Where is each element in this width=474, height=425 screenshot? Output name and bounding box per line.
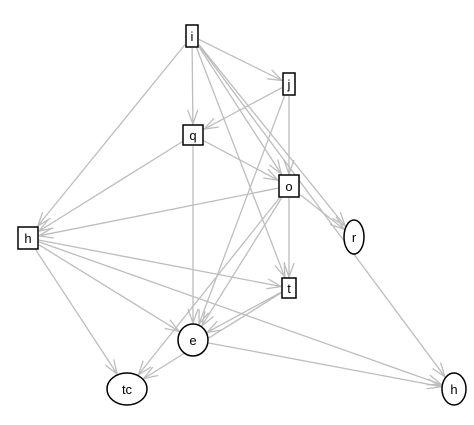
- node-box: [17, 226, 39, 250]
- edge-hL-to-e: [38, 244, 179, 332]
- edge-q-to-hL: [39, 141, 183, 231]
- edge-q-to-o: [203, 140, 278, 180]
- node-label: h: [24, 231, 31, 246]
- edge-o-to-tc: [138, 197, 280, 375]
- edge-j-to-q: [204, 87, 283, 129]
- edge-i-to-r: [198, 44, 345, 226]
- node-label: h: [450, 382, 457, 397]
- edge-o-to-hL: [39, 187, 279, 236]
- edge-i-to-hL: [38, 44, 186, 226]
- edge-t-to-e: [207, 291, 282, 332]
- node-box: [281, 277, 297, 299]
- node-box: [182, 124, 204, 146]
- edge-e-to-hR: [208, 342, 441, 387]
- edge-i-to-t: [196, 47, 285, 277]
- node-label: i: [191, 29, 194, 44]
- edge-t-to-tc: [144, 292, 282, 379]
- node-t: t: [281, 277, 297, 299]
- node-hR: h: [441, 372, 467, 406]
- edge-i-to-q: [192, 47, 193, 124]
- node-r: r: [343, 219, 365, 255]
- node-hL: h: [17, 226, 39, 250]
- edge-hL-to-t: [38, 239, 281, 286]
- node-e: e: [177, 323, 209, 357]
- node-ellipse: [106, 372, 148, 406]
- node-label: j: [287, 77, 291, 92]
- node-label: r: [352, 230, 357, 245]
- node-o: o: [278, 174, 300, 198]
- node-box: [278, 174, 300, 198]
- node-label: t: [287, 281, 291, 296]
- edge-hL-to-hR: [38, 241, 441, 385]
- node-label: tc: [122, 382, 133, 397]
- node-label: o: [285, 179, 292, 194]
- node-ellipse: [177, 323, 209, 357]
- edge-j-to-e: [199, 95, 286, 324]
- node-label: q: [189, 128, 196, 143]
- node-i: i: [185, 24, 199, 48]
- edge-o-to-e: [202, 197, 283, 326]
- node-tc: tc: [106, 372, 148, 406]
- node-box: [282, 72, 296, 96]
- node-ellipse: [343, 219, 365, 255]
- node-j: j: [282, 72, 296, 96]
- edge-o-to-r: [299, 194, 344, 230]
- node-ellipse: [441, 372, 467, 406]
- node-label: e: [189, 333, 196, 348]
- edge-layer: [35, 38, 445, 387]
- node-layer: i j q o r h t e tc h: [17, 24, 467, 406]
- edge-i-to-j: [198, 38, 282, 80]
- edge-hL-to-tc: [35, 249, 117, 374]
- node-box: [185, 24, 199, 48]
- node-q: q: [182, 124, 204, 146]
